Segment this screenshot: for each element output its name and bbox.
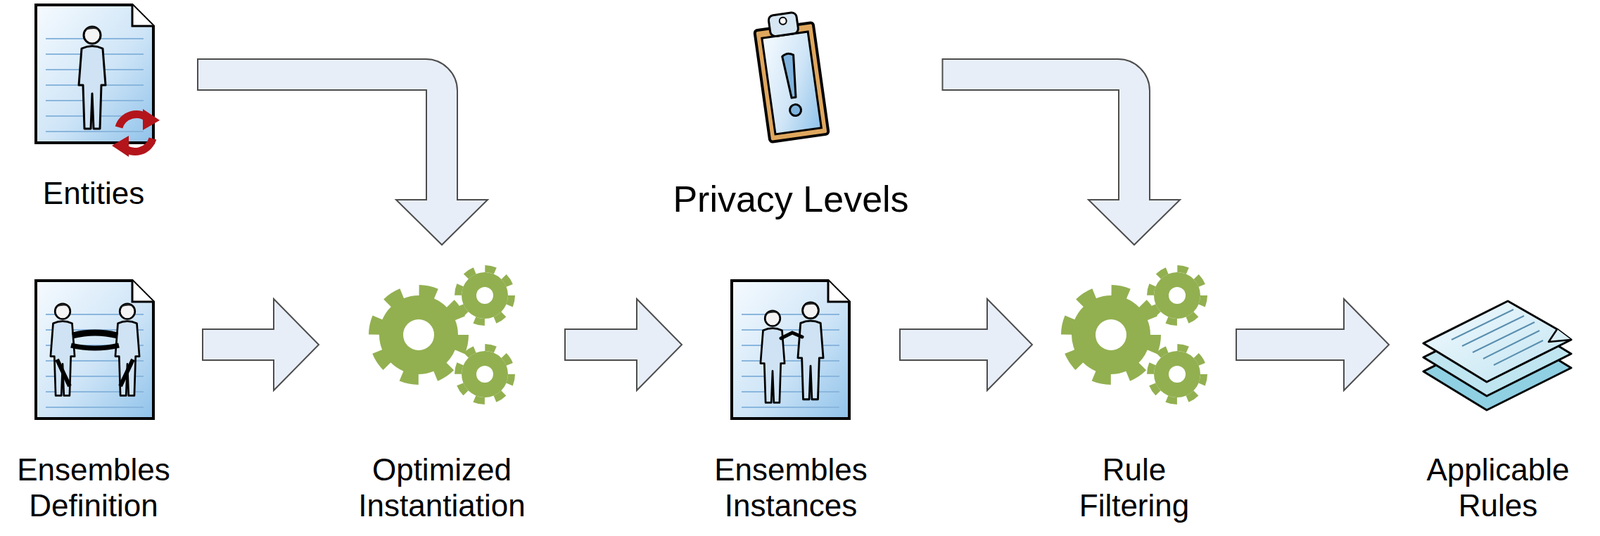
gears-icon bbox=[374, 268, 512, 402]
icon-node: Ensembles Definition bbox=[0, 280, 188, 524]
icon-node: Ensembles Instances bbox=[697, 280, 885, 524]
gears-icon bbox=[1066, 268, 1204, 402]
node-label: Ensembles Instances bbox=[697, 452, 885, 524]
node-label: Optimized Instantiation bbox=[334, 452, 550, 524]
node-label: Applicable Rules bbox=[1404, 452, 1592, 524]
block-arrow bbox=[942, 59, 1181, 245]
node-label: Privacy Levels bbox=[667, 178, 915, 221]
node-label: Rule Filtering bbox=[1047, 452, 1221, 524]
icon-node: Optimized Instantiation bbox=[334, 267, 550, 524]
icon-node: Applicable Rules bbox=[1404, 301, 1592, 524]
entities-icon bbox=[35, 4, 154, 143]
block-arrow bbox=[899, 299, 1033, 391]
node-label: Ensembles Definition bbox=[0, 452, 188, 524]
instances-icon bbox=[731, 280, 850, 419]
block-arrow bbox=[564, 299, 682, 391]
block-arrow bbox=[1236, 299, 1389, 391]
block-arrow bbox=[197, 59, 488, 245]
block-arrow bbox=[202, 299, 319, 391]
rules-stack-icon bbox=[1423, 301, 1572, 411]
icon-node: Entities bbox=[17, 4, 170, 212]
refresh-symbol bbox=[111, 109, 160, 157]
icon-node: Rule Filtering bbox=[1047, 267, 1221, 524]
clipboard-icon bbox=[752, 9, 829, 143]
icon-node: Privacy Levels bbox=[667, 10, 915, 221]
node-label: Entities bbox=[17, 175, 170, 212]
definition-icon bbox=[35, 280, 154, 419]
